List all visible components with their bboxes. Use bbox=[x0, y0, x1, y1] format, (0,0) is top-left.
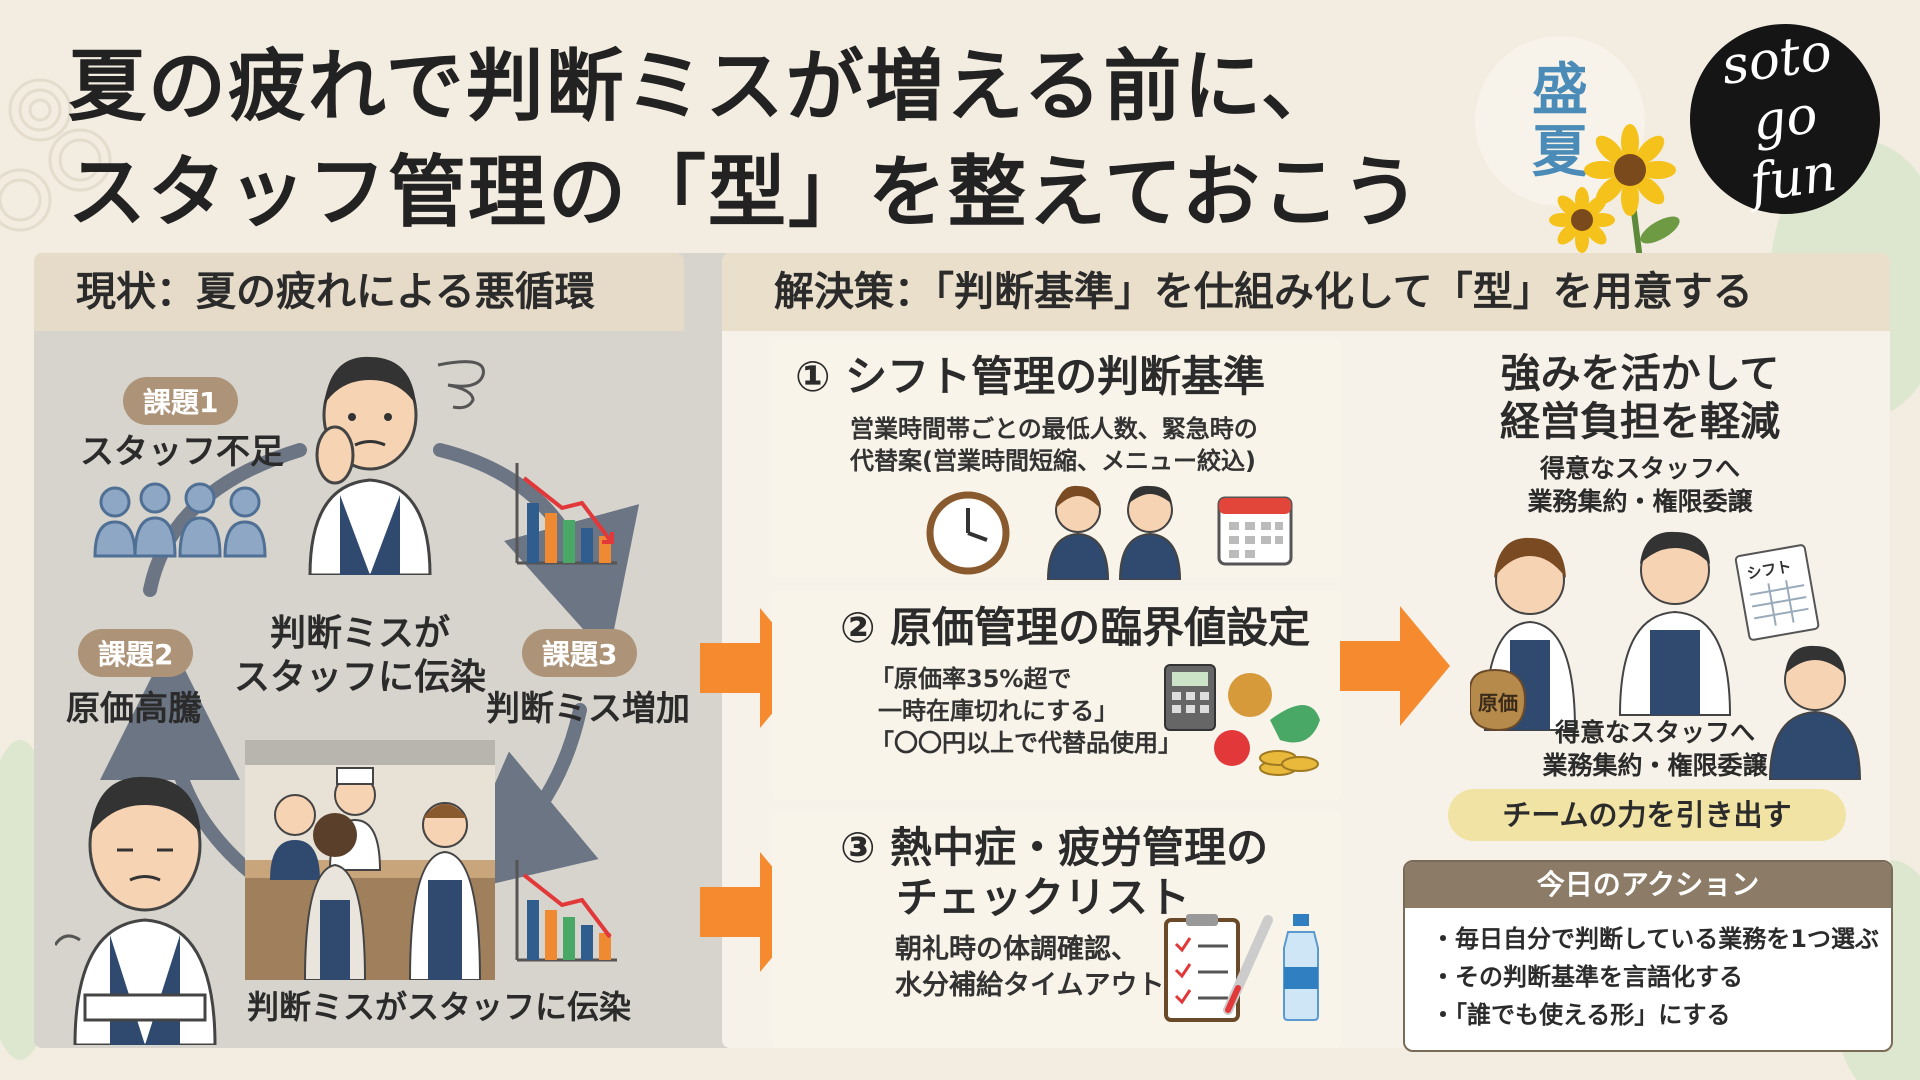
checklist-thermometer-icon bbox=[1164, 914, 1273, 1022]
stress-swirl-icon bbox=[437, 360, 485, 410]
solution-1-desc-line-2: 代替案(営業時間短縮、メニュー絞込) bbox=[850, 447, 1256, 475]
sunflower-icon bbox=[1549, 124, 1680, 260]
solution-card-3 bbox=[772, 812, 1342, 1048]
action-item-3: ・「誰でも使える形」にする bbox=[1431, 1001, 1731, 1029]
logo-line-3: fun bbox=[1746, 142, 1841, 215]
arrow-to-strength bbox=[1340, 606, 1450, 726]
strength-sub-1-line-1: 得意なスタッフへ bbox=[1539, 454, 1740, 483]
calendar-icon bbox=[1217, 496, 1293, 566]
today-action-header: 今日のアクション bbox=[1405, 862, 1891, 908]
title-line-2: スタッフ管理の「型」を整えておこう bbox=[68, 148, 1422, 238]
season-char-2: 夏 bbox=[1532, 119, 1588, 185]
solution-1-desc: 営業時間帯ごとの最低人数、緊急時の 代替案(営業時間短縮、メニュー絞込) bbox=[850, 413, 1258, 477]
logo-line-2: go bbox=[1748, 84, 1822, 154]
staff-pair-icon bbox=[1046, 485, 1182, 580]
clock-icon bbox=[926, 491, 1010, 575]
today-action-list: ・毎日自分で判断している業務を1つ選ぶ ・その判断基準を言語化する ・「誰でも使… bbox=[1405, 908, 1891, 1034]
solution-3-desc-line-1: 朝礼時の体調確認、 bbox=[895, 934, 1138, 965]
issue-text-1: スタッフ不足 bbox=[80, 432, 284, 472]
issue-text-3: 判断ミス増加 bbox=[486, 689, 690, 729]
current-situation-header: 現状：夏の疲れによる悪循環 bbox=[34, 253, 684, 331]
strength-sub-1: 得意なスタッフへ 業務集約・権限委譲 bbox=[1470, 452, 1810, 518]
today-action-box: 今日のアクション ・毎日自分で判断している業務を1つ選ぶ ・その判断基準を言語化… bbox=[1403, 860, 1893, 1052]
bottom-cycle-text: 判断ミスがスタッフに伝染 bbox=[247, 988, 632, 1026]
strength-sub-2-line-2: 業務集約・権限委譲 bbox=[1542, 751, 1768, 780]
calculator-food-icon bbox=[1164, 664, 1320, 776]
solution-3-desc: 朝礼時の体調確認、 水分補給タイムアウト bbox=[895, 932, 1164, 1004]
team-power-pill: チームの力を引き出す bbox=[1448, 789, 1846, 841]
solution-2-desc-line-2: 一時在庫切れにする」 bbox=[878, 697, 1119, 725]
strength-title: 強みを活かして 経営負担を軽減 bbox=[1470, 350, 1810, 446]
season-char-1: 盛 bbox=[1532, 57, 1588, 123]
solution-3-title-line-2: チェックリスト bbox=[896, 873, 1191, 922]
kitchen-scene-illustration bbox=[245, 740, 495, 980]
issue-tag-2: 課題2 bbox=[78, 629, 194, 677]
team-staff-illustration: 原価 シフト bbox=[1470, 531, 1862, 780]
solution-2-desc-line-1: 「原価率35%超で bbox=[870, 665, 1072, 693]
solution-2-desc: 「原価率35%超で 一時在庫切れにする」 「〇〇円以上で代替品使用」 bbox=[870, 663, 1182, 759]
bag-label: 原価 bbox=[1478, 691, 1518, 715]
strength-sub-1-line-2: 業務集約・権限委譲 bbox=[1527, 487, 1753, 516]
cycle-center-line-1: 判断ミスが bbox=[269, 613, 450, 654]
solution-2-title: ② 原価管理の臨界値設定 bbox=[840, 603, 1311, 652]
solution-3-title-line-1: ③ 熱中症・疲労管理の bbox=[840, 823, 1269, 872]
water-bottle-icon bbox=[1283, 914, 1319, 1021]
cycle-center-line-2: スタッフに伝染 bbox=[233, 657, 486, 698]
solution-3-title: ③ 熱中症・疲労管理の チェックリスト bbox=[840, 823, 1268, 923]
declining-chart-icon-2 bbox=[515, 860, 617, 962]
issue-tag-3: 課題3 bbox=[522, 629, 638, 677]
staff-group-icon bbox=[93, 482, 267, 558]
solution-3-desc-line-2: 水分補給タイムアウト bbox=[895, 970, 1165, 1001]
issue-tag-1: 課題1 bbox=[123, 377, 239, 425]
strength-title-line-1: 強みを活かして bbox=[1500, 351, 1780, 397]
worried-staff-illustration bbox=[308, 356, 432, 575]
solution-2-desc-line-3: 「〇〇円以上で代替品使用」 bbox=[870, 729, 1182, 757]
action-item-2: ・その判断基準を言語化する bbox=[1431, 963, 1743, 991]
action-item-1: ・毎日自分で判断している業務を1つ選ぶ bbox=[1431, 925, 1879, 953]
strength-sub-2-line-1: 得意なスタッフへ bbox=[1554, 718, 1755, 747]
title-line-1: 夏の疲れで判断ミスが増える前に、 bbox=[68, 42, 1341, 132]
issue-text-2: 原価高騰 bbox=[66, 689, 202, 729]
solution-header: 解決策：「判断基準」を仕組み化して「型」を用意する bbox=[722, 253, 1890, 331]
page-title: 夏の疲れで判断ミスが増える前に、 スタッフ管理の「型」を整えておこう bbox=[68, 34, 1422, 246]
cycle-center-text: 判断ミスが スタッフに伝染 bbox=[230, 612, 490, 700]
solution-1-desc-line-1: 営業時間帯ごとの最低人数、緊急時の bbox=[850, 415, 1258, 443]
strength-sub-2: 得意なスタッフへ 業務集約・権限委譲 bbox=[1505, 716, 1805, 782]
tired-staff-illustration bbox=[55, 776, 217, 1045]
strength-title-line-2: 経営負担を軽減 bbox=[1500, 399, 1780, 445]
declining-chart-icon bbox=[515, 463, 617, 565]
solution-1-title: ① シフト管理の判断基準 bbox=[795, 352, 1266, 401]
